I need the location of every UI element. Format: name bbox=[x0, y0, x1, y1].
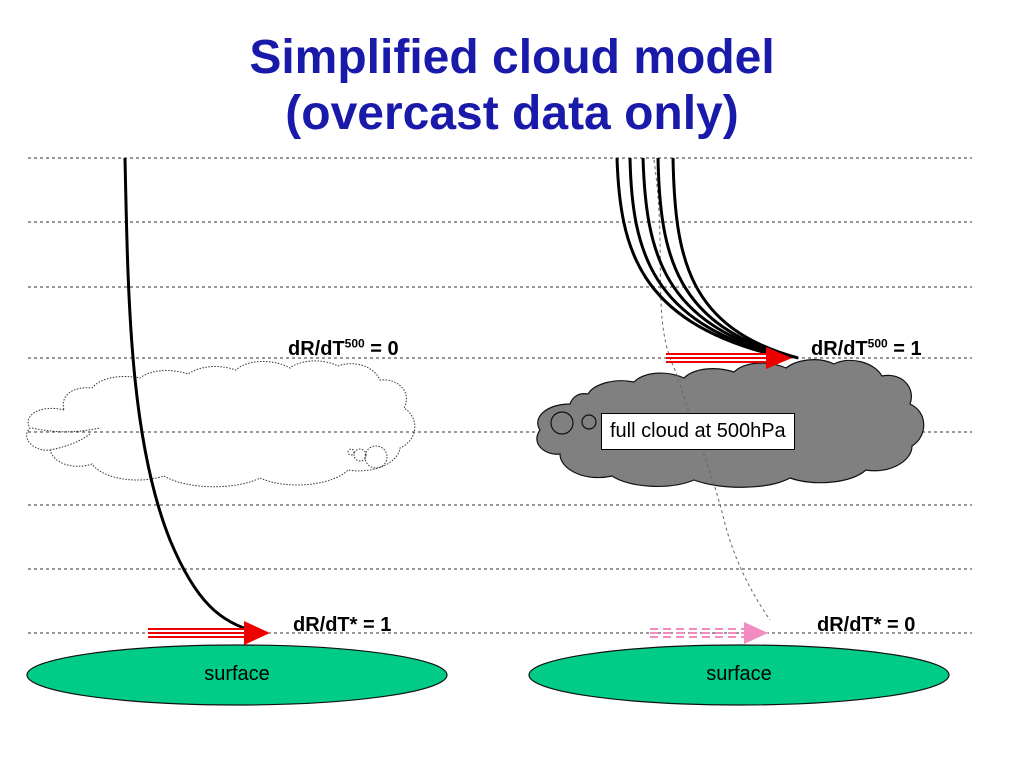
left-lower-label: dR/dT* = 1 bbox=[293, 614, 392, 636]
left-curve bbox=[123, 157, 263, 635]
left-upper-label-sup: 500 bbox=[344, 336, 365, 351]
right-upper-label: dR/dT500 = 1 bbox=[811, 336, 922, 361]
left-upper-label-base: dR/dT bbox=[288, 338, 345, 360]
arrow-right-surface bbox=[650, 622, 768, 644]
title-line-2: (overcast data only) bbox=[285, 87, 739, 140]
surface-left bbox=[26, 644, 448, 706]
title-line-1: Simplified cloud model bbox=[249, 31, 775, 84]
left-upper-label-suffix: = 0 bbox=[364, 338, 399, 360]
right-upper-label-base: dR/dT bbox=[811, 338, 868, 360]
surface-label-right: surface bbox=[706, 663, 772, 685]
right-curves bbox=[615, 157, 799, 360]
right-lower-label: dR/dT* = 0 bbox=[817, 614, 916, 636]
cloud-label: full cloud at 500hPa bbox=[601, 413, 795, 450]
left-upper-label: dR/dT500 = 0 bbox=[288, 336, 399, 361]
surface-label-left: surface bbox=[204, 663, 270, 685]
right-upper-label-sup: 500 bbox=[867, 336, 888, 351]
dashed-path bbox=[653, 159, 771, 621]
surface-right bbox=[528, 644, 950, 706]
page-title: Simplified cloud model (overcast data on… bbox=[0, 30, 1024, 142]
arrow-right-500 bbox=[666, 347, 792, 369]
arrow-left-surface bbox=[148, 621, 270, 645]
right-upper-label-suffix: = 1 bbox=[887, 338, 922, 360]
empty-cloud bbox=[26, 360, 416, 488]
